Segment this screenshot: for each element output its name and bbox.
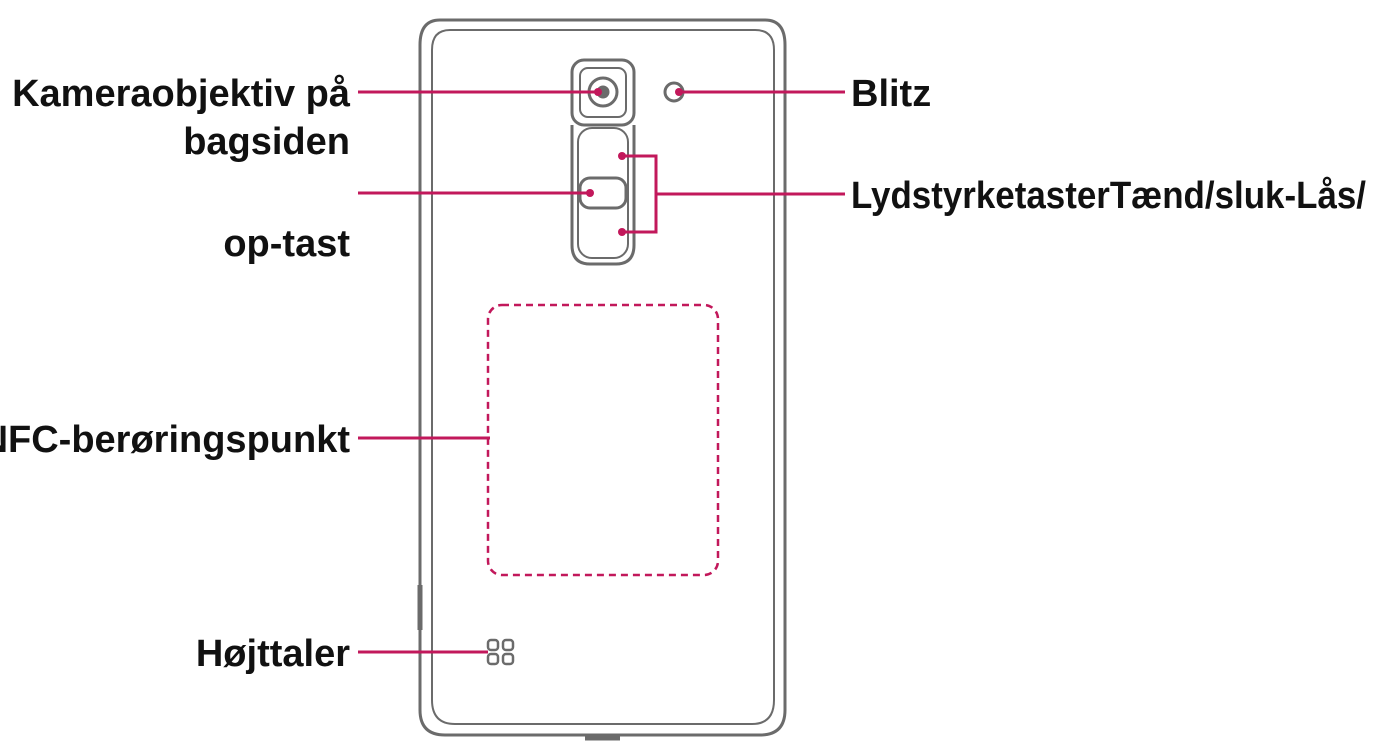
label-camera-line2: bagsiden: [183, 121, 350, 163]
phone-outline: [417, 18, 787, 741]
nfc-area: [486, 303, 720, 577]
label-nfc: NFC-berøringspunkt: [0, 419, 350, 461]
label-camera-line1: Kameraobjektiv på: [12, 73, 351, 115]
leader-lines: [358, 88, 845, 654]
label-speaker: Højttaler: [196, 633, 350, 675]
label-power-key: op-tast: [223, 223, 350, 265]
label-volume-power: LydstyrketasterTænd/sluk-Lås/: [851, 175, 1366, 217]
label-flash: Blitz: [851, 73, 931, 115]
speaker-grille-icon: [486, 638, 515, 666]
